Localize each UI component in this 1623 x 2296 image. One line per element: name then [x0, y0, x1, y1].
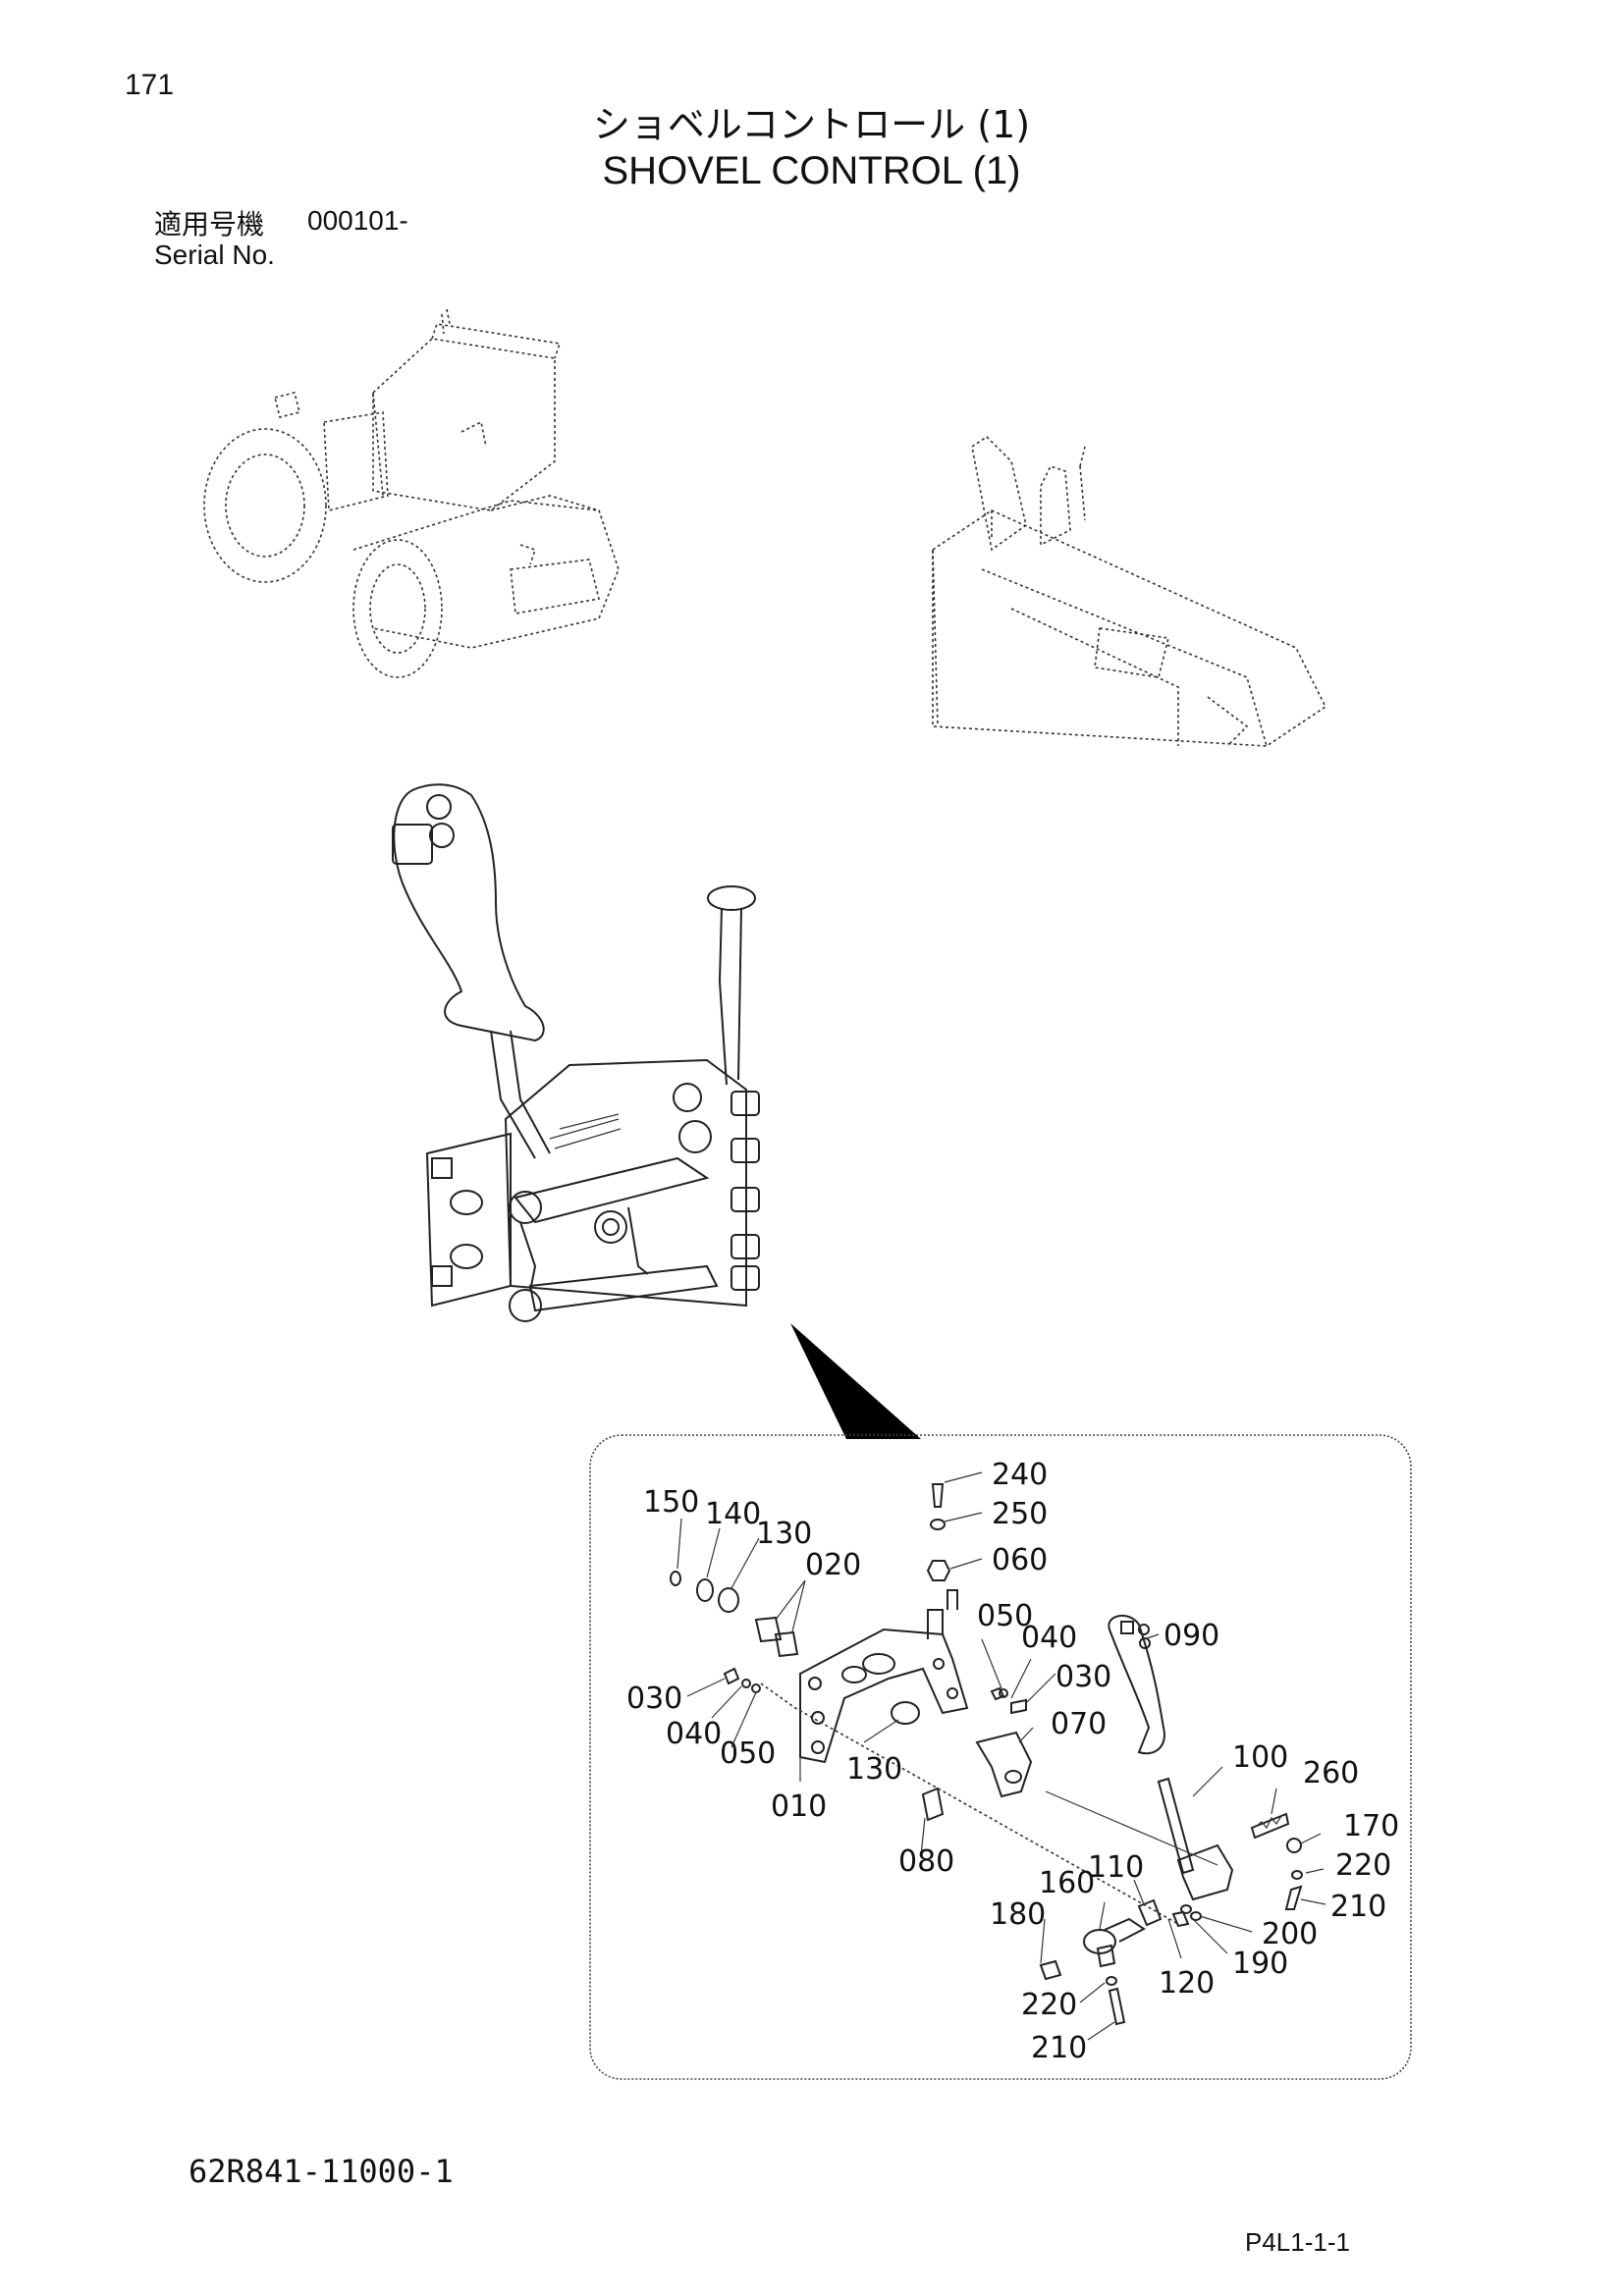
callout-label: 180: [990, 1897, 1046, 1932]
callout-labels: 240 250 060 150 140 130 020 050 040 030 …: [626, 1458, 1399, 2065]
callout-label: 200: [1262, 1917, 1318, 1951]
callout-label: 220: [1335, 1848, 1391, 1883]
callout-label: 020: [805, 1548, 861, 1582]
callout-label: 130: [846, 1752, 902, 1787]
callout-label: 070: [1051, 1707, 1107, 1741]
callout-label: 220: [1021, 1988, 1077, 2022]
callout-label: 140: [705, 1497, 761, 1531]
serial-number-value: 000101-: [307, 205, 408, 236]
callout-label: 030: [626, 1682, 682, 1716]
callout-label: 040: [1021, 1621, 1077, 1655]
callout-label: 190: [1232, 1947, 1288, 1981]
callout-label: 040: [666, 1717, 722, 1751]
page-title-english: SHOVEL CONTROL (1): [602, 149, 1021, 192]
callout-label: 080: [898, 1844, 954, 1879]
callout-label: 240: [992, 1458, 1048, 1492]
shovel-lever-assembly-illustration: [392, 783, 760, 1322]
callout-label: 050: [977, 1599, 1033, 1633]
callout-label: 100: [1232, 1740, 1288, 1775]
callout-label: 110: [1088, 1850, 1144, 1885]
serial-label-japanese: 適用号機: [154, 208, 265, 240]
exploded-view-frame: [589, 1434, 1412, 2080]
callout-label: 010: [771, 1789, 827, 1824]
callout-leader-lines: [676, 1471, 1326, 2041]
callout-label: 210: [1031, 2031, 1087, 2065]
callout-label: 050: [720, 1736, 776, 1771]
cab-console-overview-illustration: [932, 435, 1327, 747]
callout-label: 210: [1330, 1890, 1386, 1924]
callout-label: 120: [1159, 1966, 1215, 2001]
callout-label: 150: [643, 1485, 699, 1520]
page-reference: P4L1-1-1: [1245, 2227, 1350, 2257]
callout-label: 250: [992, 1497, 1048, 1531]
callout-label: 170: [1343, 1809, 1399, 1843]
drawing-part-code: 62R841-11000-1: [189, 2153, 454, 2190]
exploded-view-parts: [670, 1483, 1303, 2026]
serial-label-english: Serial No.: [154, 240, 275, 270]
callout-label: 060: [992, 1543, 1048, 1577]
callout-label: 130: [756, 1517, 812, 1551]
callout-label: 030: [1055, 1660, 1111, 1694]
wheel-loader-overview-illustration: [203, 308, 620, 678]
detail-pointer-arrow: [790, 1323, 921, 1439]
callout-label: 260: [1303, 1756, 1359, 1790]
page-title-japanese: ショベルコントロール (1): [592, 103, 1031, 146]
callout-label: 090: [1163, 1619, 1219, 1653]
callout-label: 160: [1039, 1866, 1095, 1900]
page-number: 171: [125, 69, 175, 101]
